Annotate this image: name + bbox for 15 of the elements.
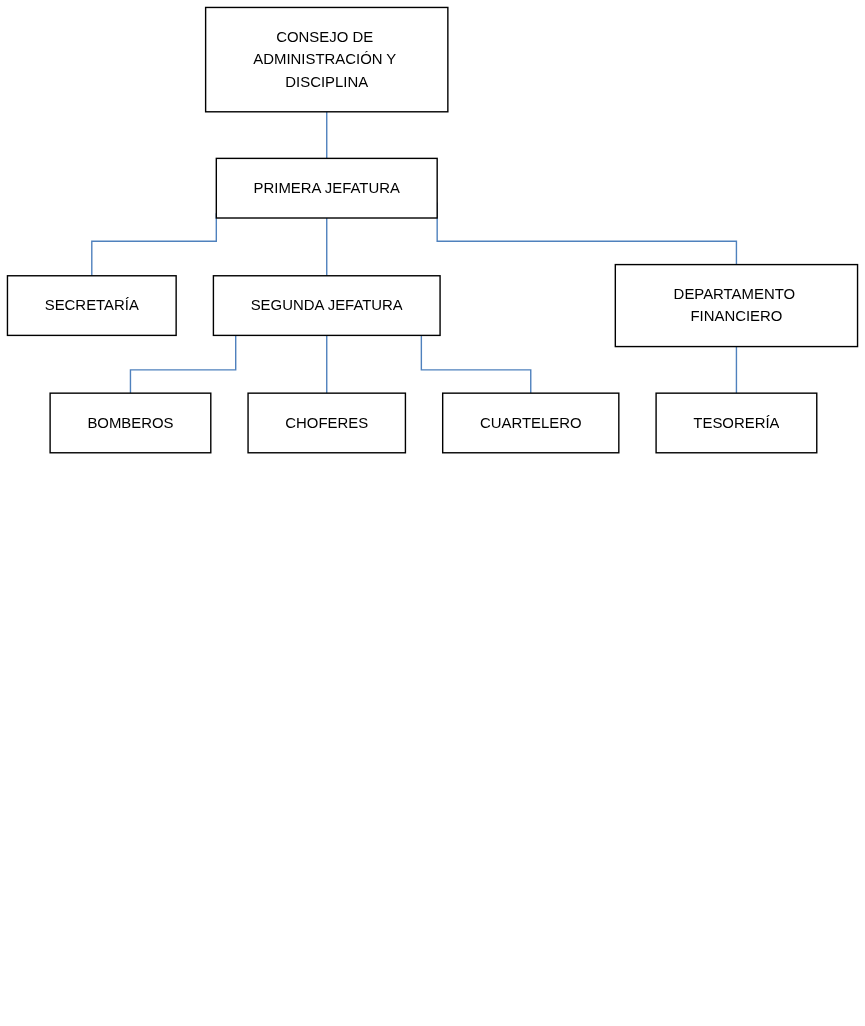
connector	[735, 345, 738, 394]
connector	[129, 334, 237, 394]
node-box: BOMBEROS	[49, 392, 212, 454]
connector	[420, 334, 532, 394]
node-box: DEPARTAMENTO FINANCIERO	[614, 263, 859, 348]
node-box: SECRETARÍA	[6, 275, 177, 337]
node-box: CUARTELERO	[442, 392, 620, 454]
node-box: CONSEJO DE ADMINISTRACIÓN Y DISCIPLINA	[204, 6, 449, 113]
connector	[326, 334, 328, 394]
node-box: PRIMERA JEFATURA	[215, 157, 438, 219]
connector	[326, 217, 328, 277]
node-box: TESORERÍA	[655, 392, 818, 454]
connector	[326, 111, 328, 160]
node-box: SEGUNDA JEFATURA	[212, 275, 441, 337]
node-box: CHOFERES	[247, 392, 407, 454]
